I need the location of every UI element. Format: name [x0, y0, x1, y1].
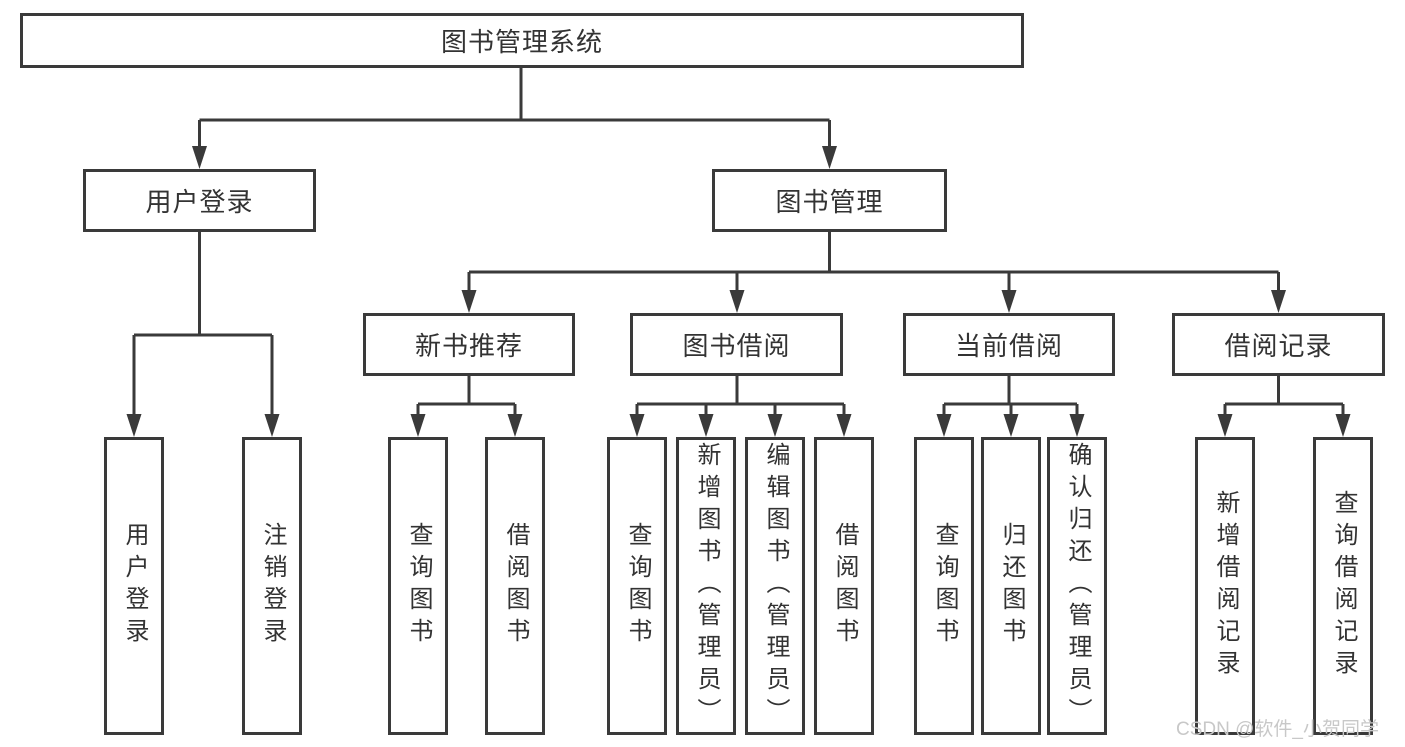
node-leaf-label: 归还图书 — [998, 522, 1025, 650]
node-leaf-label: 新增图书（管理员） — [693, 442, 720, 730]
arrowhead — [936, 414, 952, 437]
node-borrow-records-label: 借阅记录 — [1224, 331, 1333, 361]
connector-paths — [132, 68, 1345, 418]
node-leaf-confirm-return-admin: 确认归还（管理员） — [1047, 437, 1107, 735]
arrowhead — [126, 414, 142, 437]
node-leaf-borrow-books: 借阅图书 — [814, 437, 874, 735]
node-current-borrow-label: 当前借阅 — [954, 331, 1063, 361]
node-leaf-label: 查询图书 — [931, 522, 958, 650]
node-leaf-label: 编辑图书（管理员） — [762, 442, 789, 730]
connector-book-borrow-to-children — [635, 376, 846, 418]
connector-new-book-recommend-to-children — [416, 376, 517, 418]
node-leaf-label: 注销登录 — [259, 522, 286, 650]
arrowhead — [264, 414, 280, 437]
arrowhead — [1069, 414, 1085, 437]
node-book-borrow: 图书借阅 — [630, 313, 843, 376]
node-leaf-query-books-recommend: 查询图书 — [388, 437, 448, 735]
node-leaf-add-borrow-record: 新增借阅记录 — [1195, 437, 1255, 735]
connector-book-management-to-level3 — [467, 232, 1280, 294]
arrowhead — [1271, 290, 1286, 313]
node-leaf-add-books-admin: 新增图书（管理员） — [676, 437, 736, 735]
arrowhead — [461, 290, 477, 313]
connector-borrow-records-to-children — [1223, 376, 1345, 418]
node-root: 图书管理系统 — [20, 13, 1024, 68]
connector-user-login-to-children — [132, 232, 274, 418]
arrowhead — [729, 290, 745, 313]
arrowhead — [822, 146, 837, 169]
node-borrow-records: 借阅记录 — [1172, 313, 1385, 376]
arrowhead — [1217, 414, 1233, 437]
node-leaf-return-books: 归还图书 — [981, 437, 1041, 735]
arrowhead — [767, 414, 783, 437]
arrowhead — [410, 414, 426, 437]
arrowhead — [1335, 414, 1351, 437]
connector-current-borrow-to-children — [942, 376, 1079, 418]
node-leaf-user-login: 用户登录 — [104, 437, 164, 735]
node-leaf-label: 新增借阅记录 — [1212, 490, 1239, 682]
arrowhead — [1001, 290, 1017, 313]
csdn-watermark: CSDN @软件_小贺同学 — [1176, 719, 1379, 740]
arrowhead — [507, 414, 523, 437]
node-leaf-edit-books-admin: 编辑图书（管理员） — [745, 437, 805, 735]
arrowhead — [836, 414, 852, 437]
arrowhead — [629, 414, 645, 437]
node-user-login-label: 用户登录 — [145, 187, 254, 217]
node-new-book-recommend: 新书推荐 — [363, 313, 575, 376]
node-book-management: 图书管理 — [712, 169, 947, 232]
node-leaf-label: 查询图书 — [405, 522, 432, 650]
node-leaf-label: 确认归还（管理员） — [1064, 442, 1091, 730]
arrowheads — [126, 146, 1351, 437]
arrowhead — [698, 414, 714, 437]
node-leaf-label: 查询图书 — [624, 522, 651, 650]
node-new-book-recommend-label: 新书推荐 — [414, 331, 523, 361]
node-leaf-label: 用户登录 — [121, 522, 148, 650]
node-book-borrow-label: 图书借阅 — [682, 331, 791, 361]
arrowhead — [1003, 414, 1019, 437]
node-user-login: 用户登录 — [83, 169, 316, 232]
node-leaf-label: 借阅图书 — [502, 522, 529, 650]
node-leaf-query-books: 查询图书 — [607, 437, 667, 735]
node-leaf-logout: 注销登录 — [242, 437, 302, 735]
node-leaf-borrow-books-recommend: 借阅图书 — [485, 437, 545, 735]
node-leaf-label: 查询借阅记录 — [1330, 490, 1357, 682]
connector-root-to-level2 — [198, 68, 831, 150]
arrowhead — [192, 146, 207, 169]
node-root-label: 图书管理系统 — [440, 27, 603, 57]
node-current-borrow: 当前借阅 — [903, 313, 1115, 376]
node-book-management-label: 图书管理 — [775, 187, 884, 217]
node-leaf-label: 借阅图书 — [831, 522, 858, 650]
node-leaf-query-borrow-record: 查询借阅记录 — [1313, 437, 1373, 735]
node-leaf-query-books-current: 查询图书 — [914, 437, 974, 735]
